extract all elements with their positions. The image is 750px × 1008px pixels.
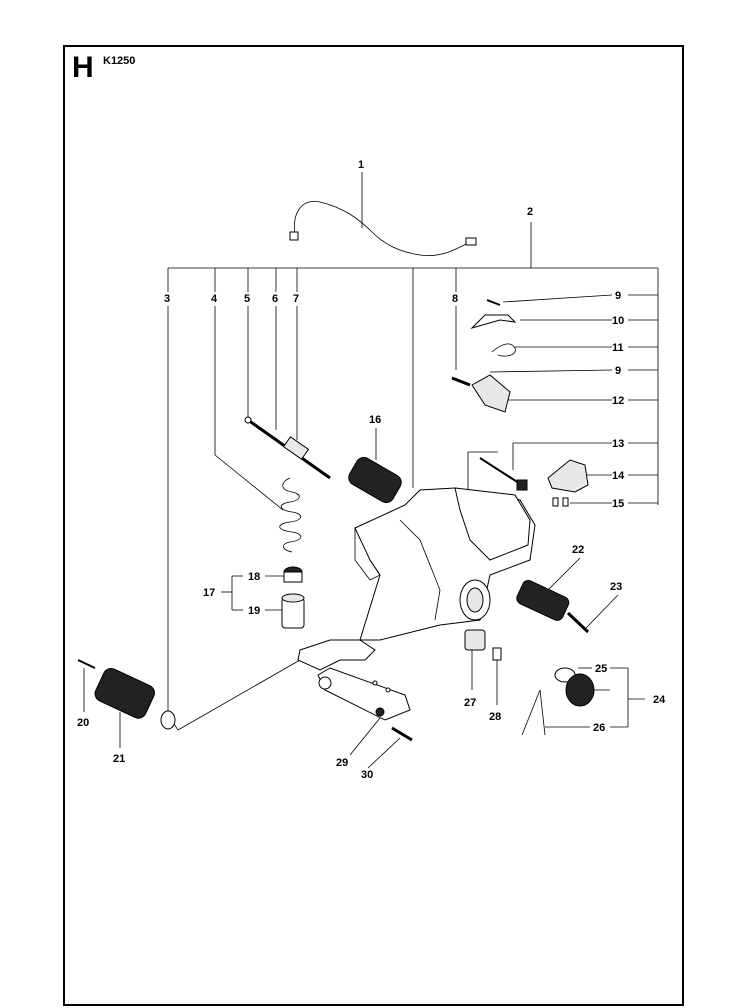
callout-1: 1 bbox=[358, 159, 364, 171]
callout-28: 28 bbox=[489, 711, 501, 723]
cable-part bbox=[289, 201, 477, 257]
leader-lines bbox=[83, 172, 659, 769]
screw-13-part bbox=[479, 457, 528, 491]
callout-20: 20 bbox=[77, 717, 89, 729]
callout-9a: 9 bbox=[615, 290, 621, 302]
callout-19: 19 bbox=[248, 605, 260, 617]
callout-24: 24 bbox=[653, 694, 666, 706]
pad-14-part bbox=[547, 459, 589, 507]
section-letter: H bbox=[72, 51, 94, 84]
callout-18: 18 bbox=[248, 571, 260, 583]
callout-2: 2 bbox=[527, 206, 533, 218]
fuel-cap-part bbox=[521, 667, 595, 736]
callout-22: 22 bbox=[572, 544, 584, 556]
boot-21-part bbox=[77, 659, 176, 730]
boot-16-part bbox=[348, 456, 402, 504]
model-label: K1250 bbox=[103, 55, 136, 67]
callout-30: 30 bbox=[361, 769, 373, 781]
bracket-part bbox=[317, 667, 411, 721]
callout-3: 3 bbox=[164, 293, 170, 305]
callout-15: 15 bbox=[612, 498, 624, 510]
callout-16: 16 bbox=[369, 414, 381, 426]
damper-part bbox=[281, 566, 305, 629]
spring-part bbox=[279, 477, 302, 553]
callout-labels: 1 2 3 4 5 6 7 8 9 10 11 9 12 13 14 15 16… bbox=[77, 159, 666, 781]
callout-10: 10 bbox=[612, 315, 624, 327]
callout-11: 11 bbox=[612, 342, 624, 354]
callout-8: 8 bbox=[452, 293, 458, 305]
bolt-30-part bbox=[391, 726, 413, 742]
damper-27-part bbox=[464, 629, 502, 661]
callout-29: 29 bbox=[336, 757, 348, 769]
callout-21: 21 bbox=[113, 753, 125, 765]
callout-17: 17 bbox=[203, 587, 215, 599]
callout-23: 23 bbox=[610, 581, 622, 593]
callout-13: 13 bbox=[612, 438, 624, 450]
callout-5: 5 bbox=[244, 293, 250, 305]
main-frame-part bbox=[297, 487, 536, 671]
callout-25: 25 bbox=[595, 663, 607, 675]
callout-27: 27 bbox=[464, 697, 476, 709]
callout-14: 14 bbox=[612, 470, 625, 482]
shaft-part bbox=[244, 416, 331, 480]
callout-12: 12 bbox=[612, 395, 624, 407]
throttle-parts bbox=[451, 299, 517, 413]
callout-9b: 9 bbox=[615, 365, 621, 377]
diagram-frame bbox=[63, 45, 684, 1006]
boot-22-part bbox=[516, 580, 590, 634]
callout-6: 6 bbox=[272, 293, 278, 305]
callout-7: 7 bbox=[293, 293, 299, 305]
callout-26: 26 bbox=[593, 722, 605, 734]
callout-4: 4 bbox=[211, 293, 218, 305]
